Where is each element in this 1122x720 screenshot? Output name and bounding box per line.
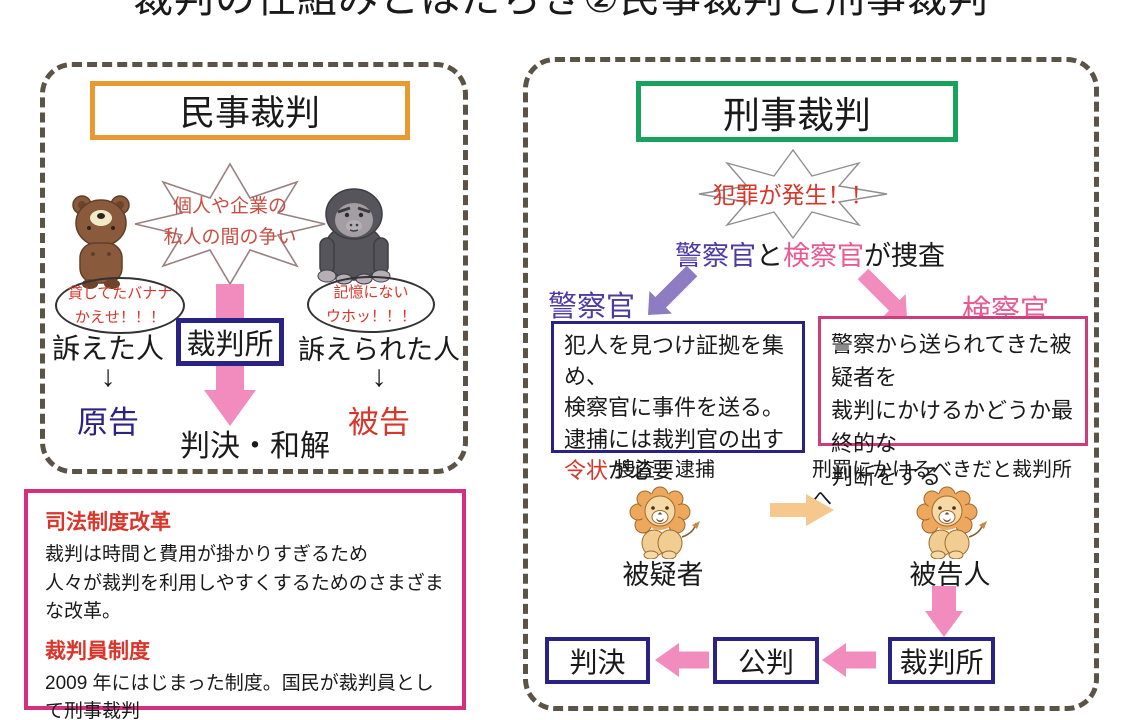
page-title: 裁判の仕組みとはたらき②民事裁判と刑事裁判 (0, 0, 1122, 22)
bear-character (72, 195, 130, 289)
police-label: 警察官 (548, 291, 636, 323)
civil-defendant-label: 被告 (348, 405, 410, 440)
civil-sued-label: 訴えられた人 (298, 335, 460, 365)
accused-label: 被告人 (909, 560, 991, 590)
police-duties-text: 犯人を見つけ証拠を集め、 検察官に事件を送る。 逮捕には裁判官の出す (564, 333, 785, 452)
investigate-police: 警察官 (675, 241, 756, 271)
criminal-trial-header: 刑事裁判 (636, 81, 958, 142)
crime-burst-shape (698, 148, 888, 240)
civil-plaintiff-label: 原告 (77, 405, 139, 440)
lay-judge-heading: 裁判員制度 (45, 639, 150, 663)
prosecutor-duties-box: 警察から送られてきた被疑者を 裁判にかけるかどうか最終的な 判断をする (818, 316, 1088, 489)
flow-court-box: 裁判所 (888, 637, 995, 684)
flow-trial-box: 公判 (713, 637, 819, 684)
reform-heading: 司法制度改革 (45, 511, 171, 534)
suspect-lion-character (629, 486, 700, 559)
crime-burst-text: 犯罪が発生！！ (712, 182, 874, 208)
prosecutor-diagonal-arrow (857, 268, 907, 318)
police-diagonal-arrow (648, 265, 698, 315)
court-to-trial-arrow (822, 643, 876, 677)
reform-body: 裁判は時間と費用が掛かりすぎるため 人々が裁判を利用しやすくするためのさまざまな… (45, 544, 444, 622)
civil-sued-by-label: 訴えた人 (51, 333, 164, 364)
warrant-word: 令状 (564, 457, 609, 483)
civil-arrow-head (204, 390, 256, 426)
civil-down-arrow-right: ↓ (371, 360, 387, 393)
civil-trial-panel (40, 62, 468, 474)
gorilla-speech-bubble: 記憶にない ウホッ！！！ (307, 276, 435, 333)
flow-judgment-box: 判決 (545, 637, 650, 684)
criminal-trial-panel (523, 57, 1099, 711)
accused-to-court-arrow-shaft (932, 586, 956, 612)
civil-court-box: 裁判所 (176, 318, 284, 366)
civil-trial-header: 民事裁判 (90, 81, 410, 140)
civil-verdict-label: 判決・和解 (180, 430, 330, 463)
civil-down-arrow-left: ↓ (100, 360, 116, 393)
investigate-prosecutor: 検察官 (783, 241, 864, 271)
accused-lion-character (916, 486, 987, 559)
bear-speech-bubble: 貸してたバナナ かえせ！！！ (55, 277, 185, 334)
trial-to-judgment-arrow (655, 643, 709, 677)
investigate-sentence: 警察官と検察官が捜査 (650, 234, 970, 273)
warrant-suffix: が必要 (608, 457, 675, 483)
civil-burst-text: 個人や企業の 私人の間の争い (163, 196, 297, 249)
suspect-to-accused-arrow (770, 494, 834, 526)
investigate-suffix: が捜査 (864, 241, 945, 271)
gorilla-character (317, 188, 391, 285)
lay-judge-body: 2009 年にはじまった制度。国民が裁判員として刑事裁判 に参加し裁判官とともに… (45, 672, 434, 720)
investigate-and: と (756, 241, 783, 271)
judicial-reform-box: 司法制度改革 裁判は時間と費用が掛かりすぎるため 人々が裁判を利用しやすくするた… (24, 489, 466, 720)
caption-investigate-arrest: 捜査・逮捕 (615, 459, 715, 481)
accused-to-court-arrow-head (925, 611, 963, 637)
police-duties-box: 犯人を見つけ証拠を集め、 検察官に事件を送る。 逮捕には裁判官の出す 令状が必要 (551, 321, 805, 483)
suspect-label: 被疑者 (622, 560, 704, 590)
